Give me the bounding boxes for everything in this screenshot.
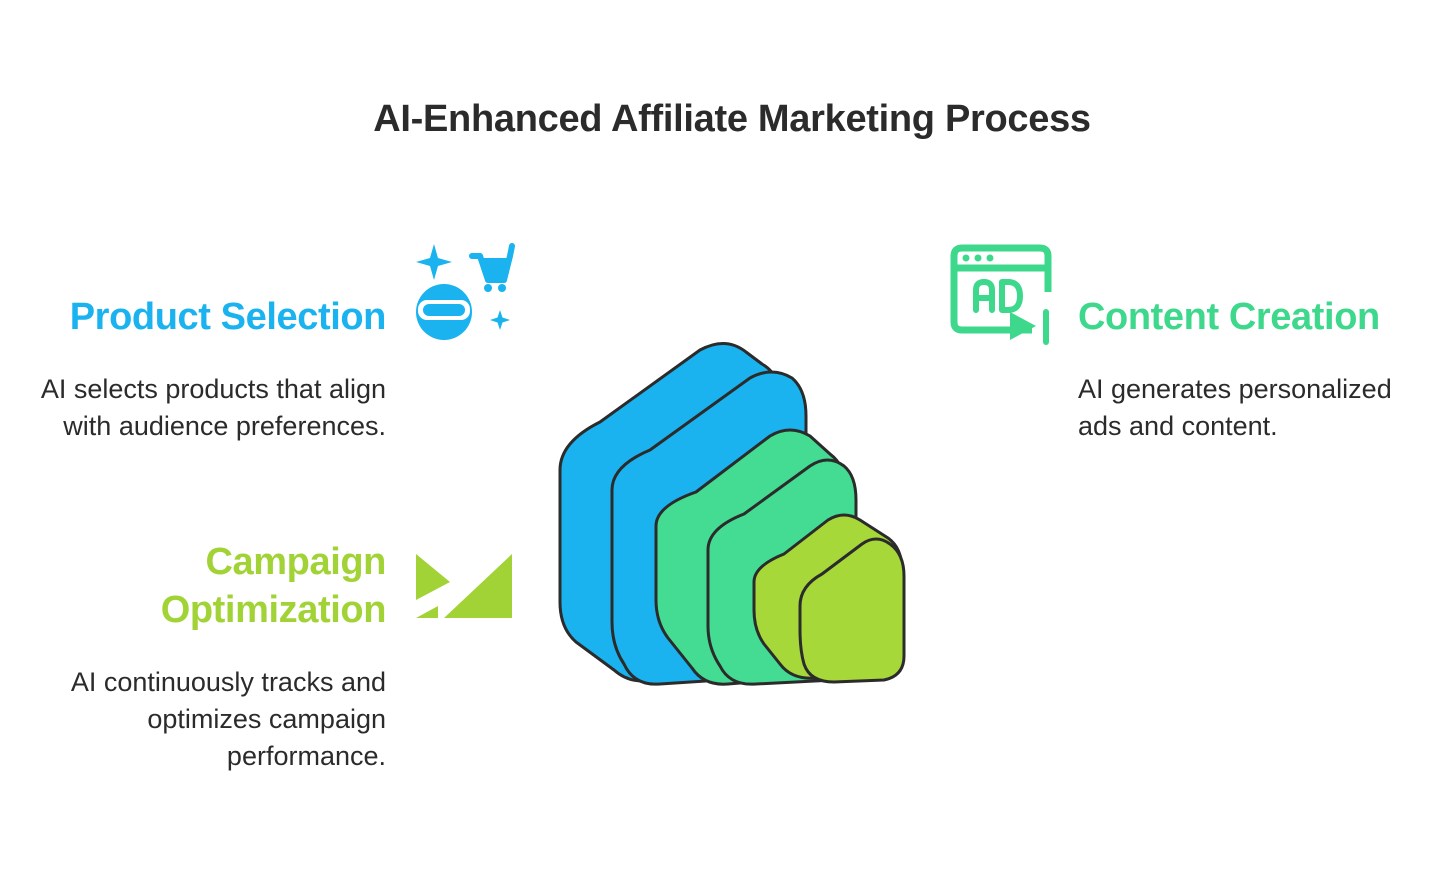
envelope-icon	[416, 554, 512, 618]
shopping-cart-sparkle-icon	[416, 243, 515, 340]
step-heading-campaign-optimization: Campaign Optimization	[160, 541, 387, 631]
step-description-campaign-optimization: AI continuously tracks and optimizes cam…	[70, 667, 386, 771]
ad-video-window-icon	[950, 244, 1052, 345]
lime-block-front	[798, 537, 906, 684]
stacked-blocks-illustration	[558, 342, 906, 686]
step-heading-content-creation: Content Creation	[1078, 296, 1380, 338]
step-heading-product-selection: Product Selection	[69, 296, 387, 338]
step-description-content-creation: AI generates personalized ads and conten…	[1078, 374, 1392, 441]
step-description-product-selection: AI selects products that align with audi…	[40, 374, 386, 441]
diagram-title: AI-Enhanced Affiliate Marketing Process	[373, 98, 1091, 140]
